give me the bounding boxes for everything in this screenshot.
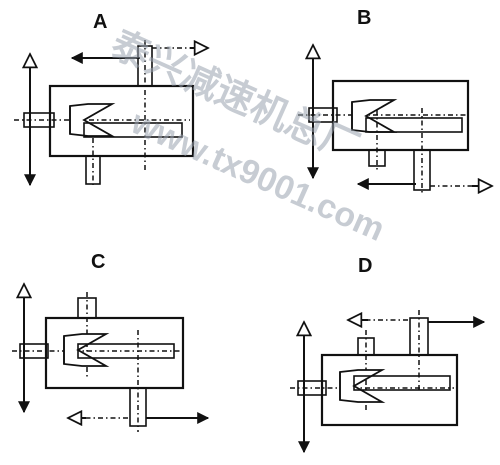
internal-shaft	[353, 375, 451, 391]
bevel-gear	[339, 369, 386, 403]
panel-label-b: B	[357, 7, 371, 29]
gearbox-housing	[331, 79, 470, 152]
panel-label-d: D	[358, 255, 372, 277]
gearbox-housing	[320, 353, 459, 427]
watermark: 泰兴减速机总厂 www.tx9001.com	[105, 24, 390, 249]
panel-c: C	[12, 251, 210, 432]
gearbox-housing	[44, 316, 185, 390]
panel-d: D	[290, 255, 486, 454]
panel-a: A	[14, 11, 208, 188]
internal-shaft	[77, 343, 175, 359]
internal-shaft	[365, 117, 463, 133]
bevel-gear	[63, 333, 110, 367]
gearbox-housing	[48, 84, 195, 158]
panel-label-c: C	[91, 251, 105, 273]
bevel-gear	[69, 103, 116, 137]
panel-b: B	[298, 7, 492, 194]
internal-shaft	[83, 122, 183, 138]
panel-label-a: A	[93, 11, 107, 33]
bevel-gear	[351, 99, 398, 133]
